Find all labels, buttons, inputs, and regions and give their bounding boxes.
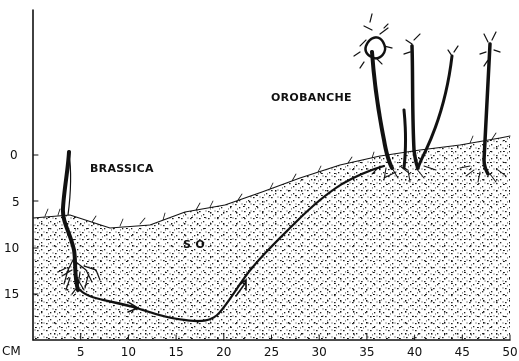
x-tick-label: 40 bbox=[407, 345, 422, 359]
x-tick-label: 10 bbox=[121, 345, 136, 359]
x-tick-label: 5 bbox=[77, 345, 85, 359]
soil-label: S O bbox=[183, 238, 205, 251]
x-tick-label: 20 bbox=[216, 345, 231, 359]
y-tick-label: 10 bbox=[4, 241, 19, 255]
y-axis: 0 5 10 15 bbox=[4, 10, 38, 340]
y-tick-label: 5 bbox=[12, 195, 20, 209]
x-tick-label: 15 bbox=[168, 345, 183, 359]
y-tick-label: 15 bbox=[4, 287, 19, 301]
orobanche-label: OROBANCHE bbox=[271, 91, 352, 104]
x-tick-label: 35 bbox=[359, 345, 374, 359]
y-tick-label: 0 bbox=[10, 148, 18, 162]
x-tick-label: 25 bbox=[264, 345, 279, 359]
x-axis-unit: CM bbox=[2, 344, 21, 358]
brassica-label: BRASSICA bbox=[90, 162, 154, 175]
x-tick-label: 45 bbox=[455, 345, 470, 359]
x-tick-label: 30 bbox=[312, 345, 327, 359]
x-tick-label: 50 bbox=[502, 345, 517, 359]
